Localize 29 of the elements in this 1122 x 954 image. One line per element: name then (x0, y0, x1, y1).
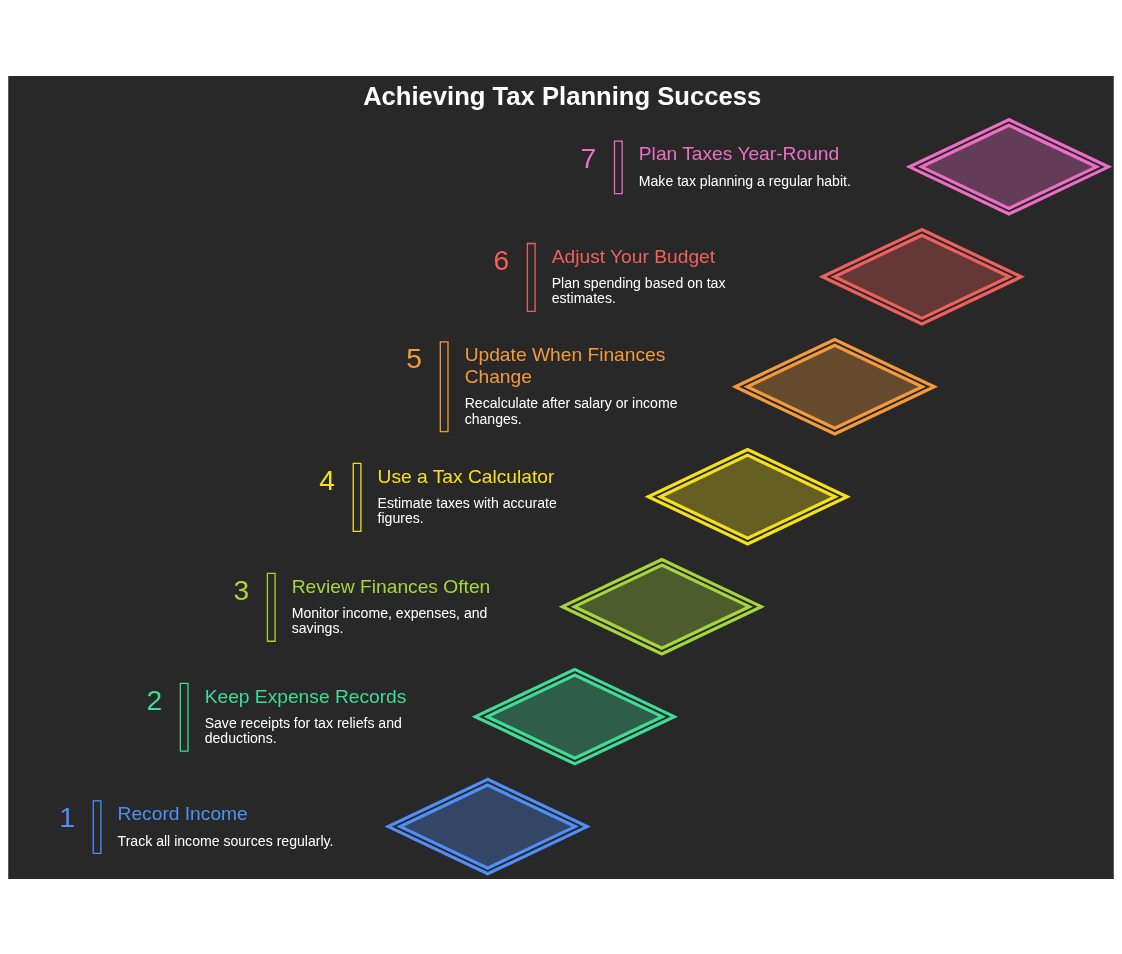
node-label: 1 (59, 800, 75, 833)
node-label: Plan Taxes Year-Round (638, 142, 840, 164)
node-label: Use a Tax Calculator (377, 465, 555, 487)
node-diamond (644, 447, 851, 546)
node-diamond (558, 557, 766, 656)
node-label: Make tax planning a regular habit. (638, 172, 851, 189)
node-label: Keep Expense Records (204, 685, 407, 707)
node-diamond (471, 667, 678, 766)
node-label: Record Income (117, 802, 248, 824)
node-label: 2 (146, 683, 163, 716)
node-diamond (818, 227, 1026, 326)
node-label: Recalculate after salary or income changes. (464, 394, 678, 427)
node-label: Monitor income, expenses, and savings. (291, 604, 488, 636)
node-label: 6 (493, 243, 510, 276)
node-label: Save receipts for tax reliefs and deductions. (204, 714, 402, 746)
node-label: 3 (233, 573, 250, 606)
node-diamond (384, 777, 591, 876)
node-diamond (905, 117, 1113, 216)
node-label: Adjust Your Budget (551, 245, 716, 267)
node-label: 5 (406, 341, 423, 374)
diagram-title: Achieving Tax Planning Success (363, 81, 762, 110)
node-label: 4 (319, 463, 335, 496)
node-label: Track all income sources regularly. (117, 832, 334, 849)
node-diamond (731, 337, 938, 436)
node-label: Estimate taxes with accurate figures. (377, 494, 557, 526)
node-label: Plan spending based on tax estimates. (551, 274, 726, 306)
node-label: Update When Finances Change (464, 343, 666, 387)
node-label: Review Finances Often (291, 575, 491, 597)
node-label: 7 (580, 141, 597, 174)
